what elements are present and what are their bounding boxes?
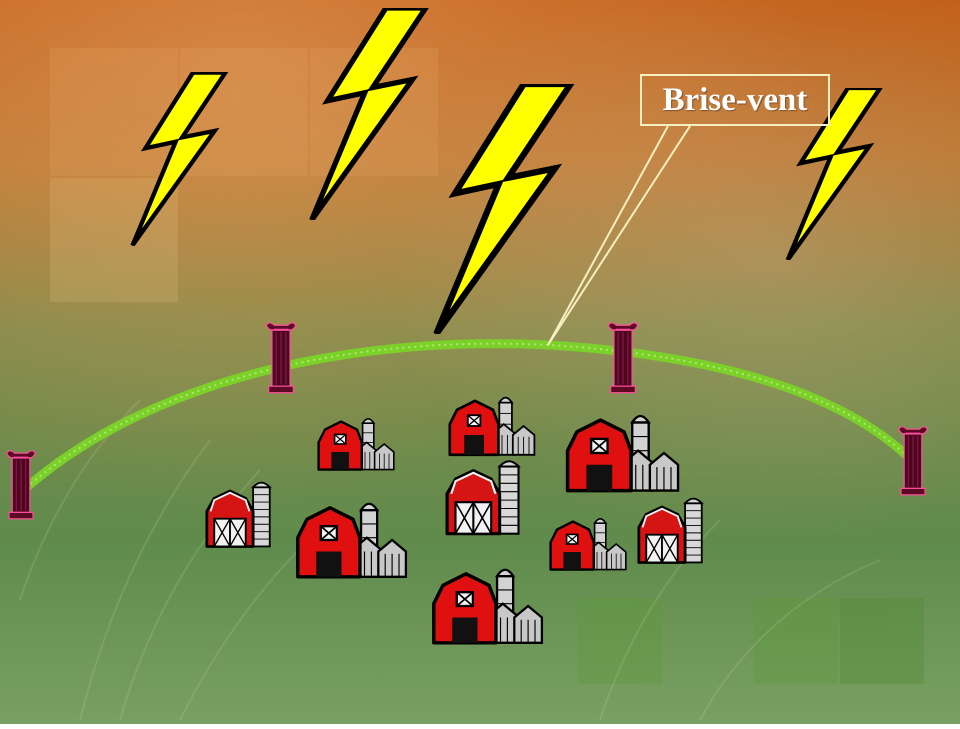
decorative-squares-bottom xyxy=(578,598,924,684)
callout-pointer xyxy=(547,125,669,346)
windbreak-callout-label: Brise-vent xyxy=(640,74,830,126)
grass-texture xyxy=(19,399,881,721)
